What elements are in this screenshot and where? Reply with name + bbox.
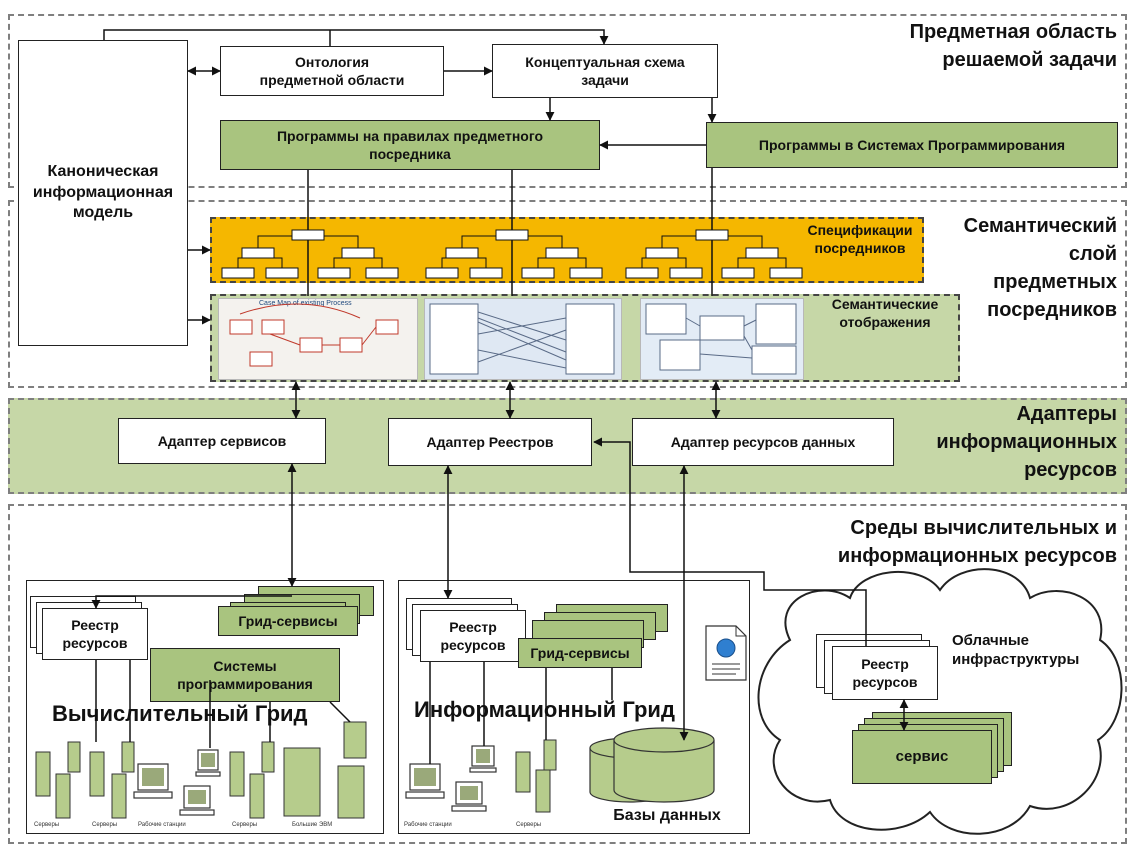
adapter-data-box: Адаптер ресурсов данных	[632, 418, 894, 466]
info-caption-workstations: Рабочие станции	[404, 822, 452, 828]
adapter-registries-box: Адаптер Реестров	[388, 418, 592, 466]
databases-label: Базы данных	[613, 807, 721, 824]
mapping-image-1-caption: Case Map of existing Process	[259, 300, 352, 307]
mediator-specs-label: Спецификации посредников	[807, 222, 913, 256]
semantic-layer-band	[8, 200, 1127, 388]
environments-band	[8, 504, 1127, 844]
mapping-image-3	[640, 298, 804, 380]
info-grid-title: Информационный Грид	[414, 697, 675, 722]
semantic-header: Семантический слой предметных посреднико…	[963, 215, 1117, 321]
compute-grid-title: Вычислительный Грид	[52, 701, 308, 726]
caption-servers-3: Серверы	[232, 822, 258, 828]
environments-header: Среды вычислительных и информационных ре…	[837, 517, 1117, 567]
mediator-programs-box: Программы на правилах предметного посред…	[220, 120, 600, 170]
cloud-title: Облачные инфраструктуры	[952, 632, 1080, 668]
info-grid-services-box: Грид-сервисы	[518, 638, 642, 668]
ontology-box: Онтология предметной области	[220, 46, 444, 96]
system-programs-box: Программы в Системах Программирования	[706, 122, 1118, 168]
semantic-mappings-label: Семантические отображения	[831, 296, 939, 330]
adapters-header: Адаптеры информационных ресурсов	[936, 403, 1117, 481]
info-registry-box: Реестр ресурсов	[420, 610, 526, 662]
cloud-service-box: сервис	[852, 730, 992, 784]
caption-servers-2: Серверы	[92, 822, 118, 828]
compute-registry-box: Реестр ресурсов	[42, 608, 148, 660]
cloud-registry-box: Реестр ресурсов	[832, 646, 938, 700]
mapping-image-1: Case Map of existing Process	[218, 298, 418, 380]
adapter-services-box: Адаптер сервисов	[118, 418, 326, 464]
caption-workstations-1: Рабочие станции	[138, 822, 186, 828]
caption-servers-1: Серверы	[34, 822, 60, 828]
conceptual-schema-box: Концептуальная схема задачи	[492, 44, 718, 98]
domain-header: Предметная область решаемой задачи	[909, 21, 1117, 71]
info-caption-servers: Серверы	[516, 822, 542, 828]
compute-grid-services-box: Грид-сервисы	[218, 606, 358, 636]
canonical-model-box: Каноническая информационная модель	[18, 40, 188, 346]
caption-mainframes: Большие ЭВМ	[292, 822, 333, 828]
programming-systems-box: Системы программирования	[150, 648, 340, 702]
mapping-image-2	[424, 298, 622, 380]
domain-band	[8, 14, 1127, 188]
